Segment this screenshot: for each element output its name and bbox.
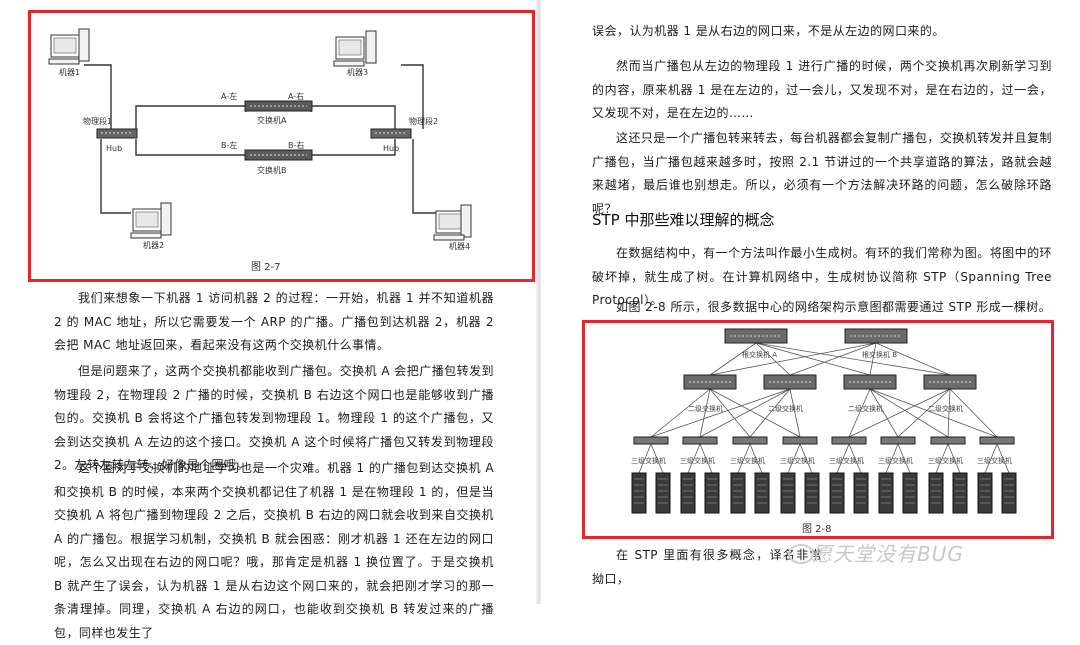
left-paragraph-3: 这个圈对于交换机的地址学习也是一个灾难。机器 1 的广播包到达交换机 A 和交换…	[54, 461, 494, 640]
root-switch-a-icon	[724, 328, 788, 344]
hub-right-label: Hub	[383, 144, 399, 153]
server-icon	[977, 472, 993, 514]
server-icon	[1001, 472, 1017, 514]
hub-left-icon	[96, 128, 138, 139]
section-heading: STP 中那些难以理解的概念	[592, 211, 775, 229]
server-icon	[853, 472, 869, 514]
pc-4-icon	[433, 204, 472, 241]
level2-switch-label: 二级交换机	[848, 404, 883, 413]
switch-a-label: 交换机A	[257, 115, 287, 125]
level3-switch-label: 三级交换机	[780, 456, 815, 465]
level3-switch-icon	[782, 436, 818, 445]
watermark-text: 愿天堂没有BUG	[812, 542, 964, 566]
level3-switch-label: 三级交换机	[977, 456, 1012, 465]
segment-2-label: 物理段2	[409, 116, 438, 126]
left-paragraph-2: 但是问题来了，这两个交换机都能收到广播包。交换机 A 会把广播包转发到物理段 2…	[54, 364, 494, 472]
root-switch-a-label: 根交换机 A	[742, 350, 777, 359]
level2-switch-label: 二级交换机	[768, 404, 803, 413]
level2-switch-label: 二级交换机	[688, 404, 723, 413]
level3-switch-icon	[831, 436, 867, 445]
switch-b-icon	[244, 149, 313, 161]
server-icon	[952, 472, 968, 514]
left-paragraph-1: 我们来想象一下机器 1 访问机器 2 的过程：一开始，机器 1 并不知道机器 2…	[54, 291, 494, 352]
server-icon	[804, 472, 820, 514]
server-icon	[631, 472, 647, 514]
level2-switch-icon	[763, 374, 817, 390]
right-paragraph-1: 然而当广播包从左边的物理段 1 进行广播的时候，两个交换机再次刷新学习到的内容，…	[592, 59, 1052, 120]
level3-switch-icon	[732, 436, 768, 445]
pc-2-icon	[130, 202, 172, 239]
hub-right-icon	[370, 128, 412, 139]
right-paragraph-2: 这还只是一个广播包转来转去，每台机器都会复制广播包，交换机转发并且复制广播包，当…	[592, 131, 1052, 216]
level3-switch-icon	[979, 436, 1015, 445]
figure-2-7-highlight	[28, 10, 535, 282]
hub-left-label: Hub	[106, 144, 122, 153]
right-paragraph-0: 误会，认为机器 1 是从右边的网口来，不是从左边的网口来的。	[592, 24, 945, 38]
level3-switch-icon	[682, 436, 718, 445]
pc-1-label: 机器1	[59, 67, 80, 77]
right-paragraph-5: 在 STP 里面有很多概念，译名非常拗口，	[592, 548, 822, 586]
switch-a-right-port: A-右	[288, 91, 304, 101]
server-icon	[928, 472, 944, 514]
switch-a-icon	[244, 100, 313, 112]
pc-4-label: 机器4	[449, 241, 470, 251]
root-switch-b-icon	[844, 328, 908, 344]
figure-2-7-caption: 图 2-7	[251, 262, 281, 273]
pc-2-label: 机器2	[143, 240, 164, 250]
level2-switch-icon	[683, 374, 737, 390]
server-icon	[655, 472, 671, 514]
figure-2-8-diagram: 根交换机 A 根交换机 B 二级交换机 二级交换机 二级交换机 二级交换机 三级交换机…	[631, 328, 1017, 514]
right-paragraph-4: 如图 2-8 所示，很多数据中心的网络架构示意图都需要通过 STP 形成一棵树。	[616, 300, 1052, 314]
pc-3-icon	[333, 30, 377, 67]
book-gutter	[536, 0, 542, 604]
level3-switch-label: 三级交换机	[631, 456, 666, 465]
pc-3-label: 机器3	[347, 67, 368, 77]
level3-switch-icon	[880, 436, 916, 445]
figure-2-8-highlight	[582, 320, 1054, 539]
wechat-watermark-icon	[788, 544, 814, 564]
level2-switch-icon	[923, 374, 977, 390]
server-icon	[902, 472, 918, 514]
level3-switch-label: 三级交换机	[730, 456, 765, 465]
level3-switch-label: 三级交换机	[680, 456, 715, 465]
server-icon	[754, 472, 770, 514]
level3-switch-icon	[633, 436, 669, 445]
level3-switch-label: 三级交换机	[878, 456, 913, 465]
pc-1-icon	[48, 28, 90, 65]
switch-a-left-port: A-左	[221, 91, 237, 101]
level3-switch-icon	[930, 436, 966, 445]
server-icon	[730, 472, 746, 514]
level2-switch-label: 二级交换机	[928, 404, 963, 413]
switch-b-right-port: B-右	[288, 140, 304, 150]
switch-b-left-port: B-左	[221, 140, 237, 150]
right-paragraph-3: 在数据结构中，有一个方法叫作最小生成树。有环的我们常称为图。将图中的环破坏掉，就…	[592, 246, 1052, 307]
level2-switch-icon	[843, 374, 897, 390]
root-switch-b-label: 根交换机 B	[862, 350, 897, 359]
figure-2-8-caption: 图 2-8	[802, 524, 832, 535]
server-icon	[829, 472, 845, 514]
figure-2-7-diagram: 机器1 机器3 机器2 机器4 物理段1 物理段2 Hub Hub	[48, 28, 472, 251]
server-icon	[704, 472, 720, 514]
server-icon	[680, 472, 696, 514]
server-icon	[780, 472, 796, 514]
segment-1-label: 物理段1	[83, 116, 112, 126]
switch-b-label: 交换机B	[257, 165, 287, 175]
level3-switch-label: 三级交换机	[928, 456, 963, 465]
level3-switch-label: 三级交换机	[829, 456, 864, 465]
server-icon	[878, 472, 894, 514]
